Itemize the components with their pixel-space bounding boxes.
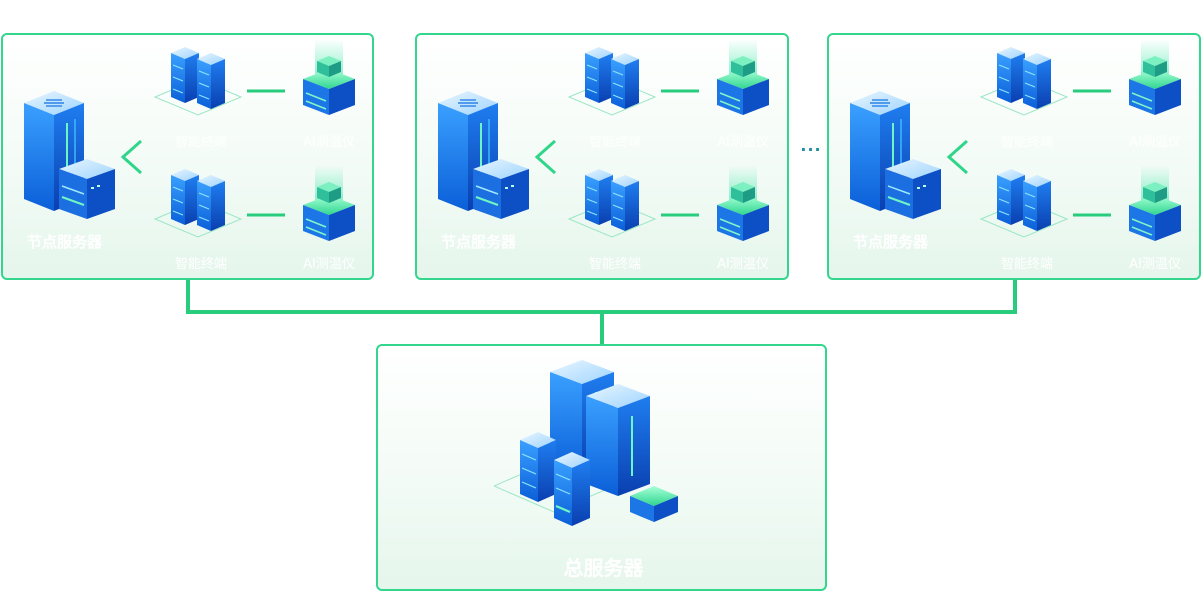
terminal-icon [980, 168, 1068, 238]
terminal-label-top: 智能终端 [1000, 135, 1053, 150]
connector-main-drop [600, 312, 604, 345]
node-server-icon [848, 89, 943, 221]
terminal-icon [568, 46, 656, 116]
ai-thermometer-icon [302, 165, 356, 242]
more-nodes-ellipsis: ··· [800, 140, 822, 159]
chevron-left-icon [535, 139, 557, 175]
node-panel-1-graphic [22, 39, 356, 242]
server-cluster-icon [494, 358, 680, 528]
chevron-left-icon [947, 139, 969, 175]
chevron-left-icon [121, 139, 143, 175]
terminal-label-bottom: 智能终端 [174, 257, 227, 272]
ai-device-label-bottom: AI测温仪 [303, 257, 355, 272]
node-server-label: 节点服务器 [441, 233, 517, 251]
node-server-label: 节点服务器 [27, 233, 103, 251]
node-server-icon [22, 89, 117, 221]
terminal-icon [154, 168, 242, 238]
terminal-label-bottom: 智能终端 [588, 257, 641, 272]
node-panel-3-graphic [848, 39, 1182, 242]
node-panel-2-graphic [436, 39, 770, 242]
main-server-panel: 总服务器 [376, 344, 827, 591]
ai-device-label-bottom: AI测温仪 [1129, 257, 1181, 272]
ai-thermometer-icon [716, 165, 770, 242]
node-server-icon [436, 89, 531, 221]
ai-device-label-top: AI测温仪 [717, 135, 769, 150]
terminal-icon [980, 46, 1068, 116]
main-server-label: 总服务器 [563, 556, 644, 580]
ai-thermometer-icon [1128, 165, 1182, 242]
terminal-label-top: 智能终端 [588, 135, 641, 150]
ai-device-label-top: AI测温仪 [303, 135, 355, 150]
ai-thermometer-icon [716, 39, 770, 116]
terminal-icon [568, 168, 656, 238]
node-panel-3: 节点服务器 智能终端 AI测温仪 智能终端 AI测温仪 [827, 33, 1201, 280]
node-server-label: 节点服务器 [853, 233, 929, 251]
ai-device-label-top: AI测温仪 [1129, 135, 1181, 150]
terminal-label-bottom: 智能终端 [1000, 257, 1053, 272]
connector-node1-drop [186, 280, 190, 314]
node-panel-1: 节点服务器 智能终端 AI测温仪 智能终端 AI测温仪 [1, 33, 374, 280]
terminal-icon [154, 46, 242, 116]
ai-thermometer-icon [1128, 39, 1182, 116]
connector-node3-drop [1013, 280, 1017, 314]
node-panel-2: 节点服务器 智能终端 AI测温仪 智能终端 AI测温仪 [415, 33, 789, 280]
terminal-label-top: 智能终端 [174, 135, 227, 150]
ai-thermometer-icon [302, 39, 356, 116]
ai-device-label-bottom: AI测温仪 [717, 257, 769, 272]
